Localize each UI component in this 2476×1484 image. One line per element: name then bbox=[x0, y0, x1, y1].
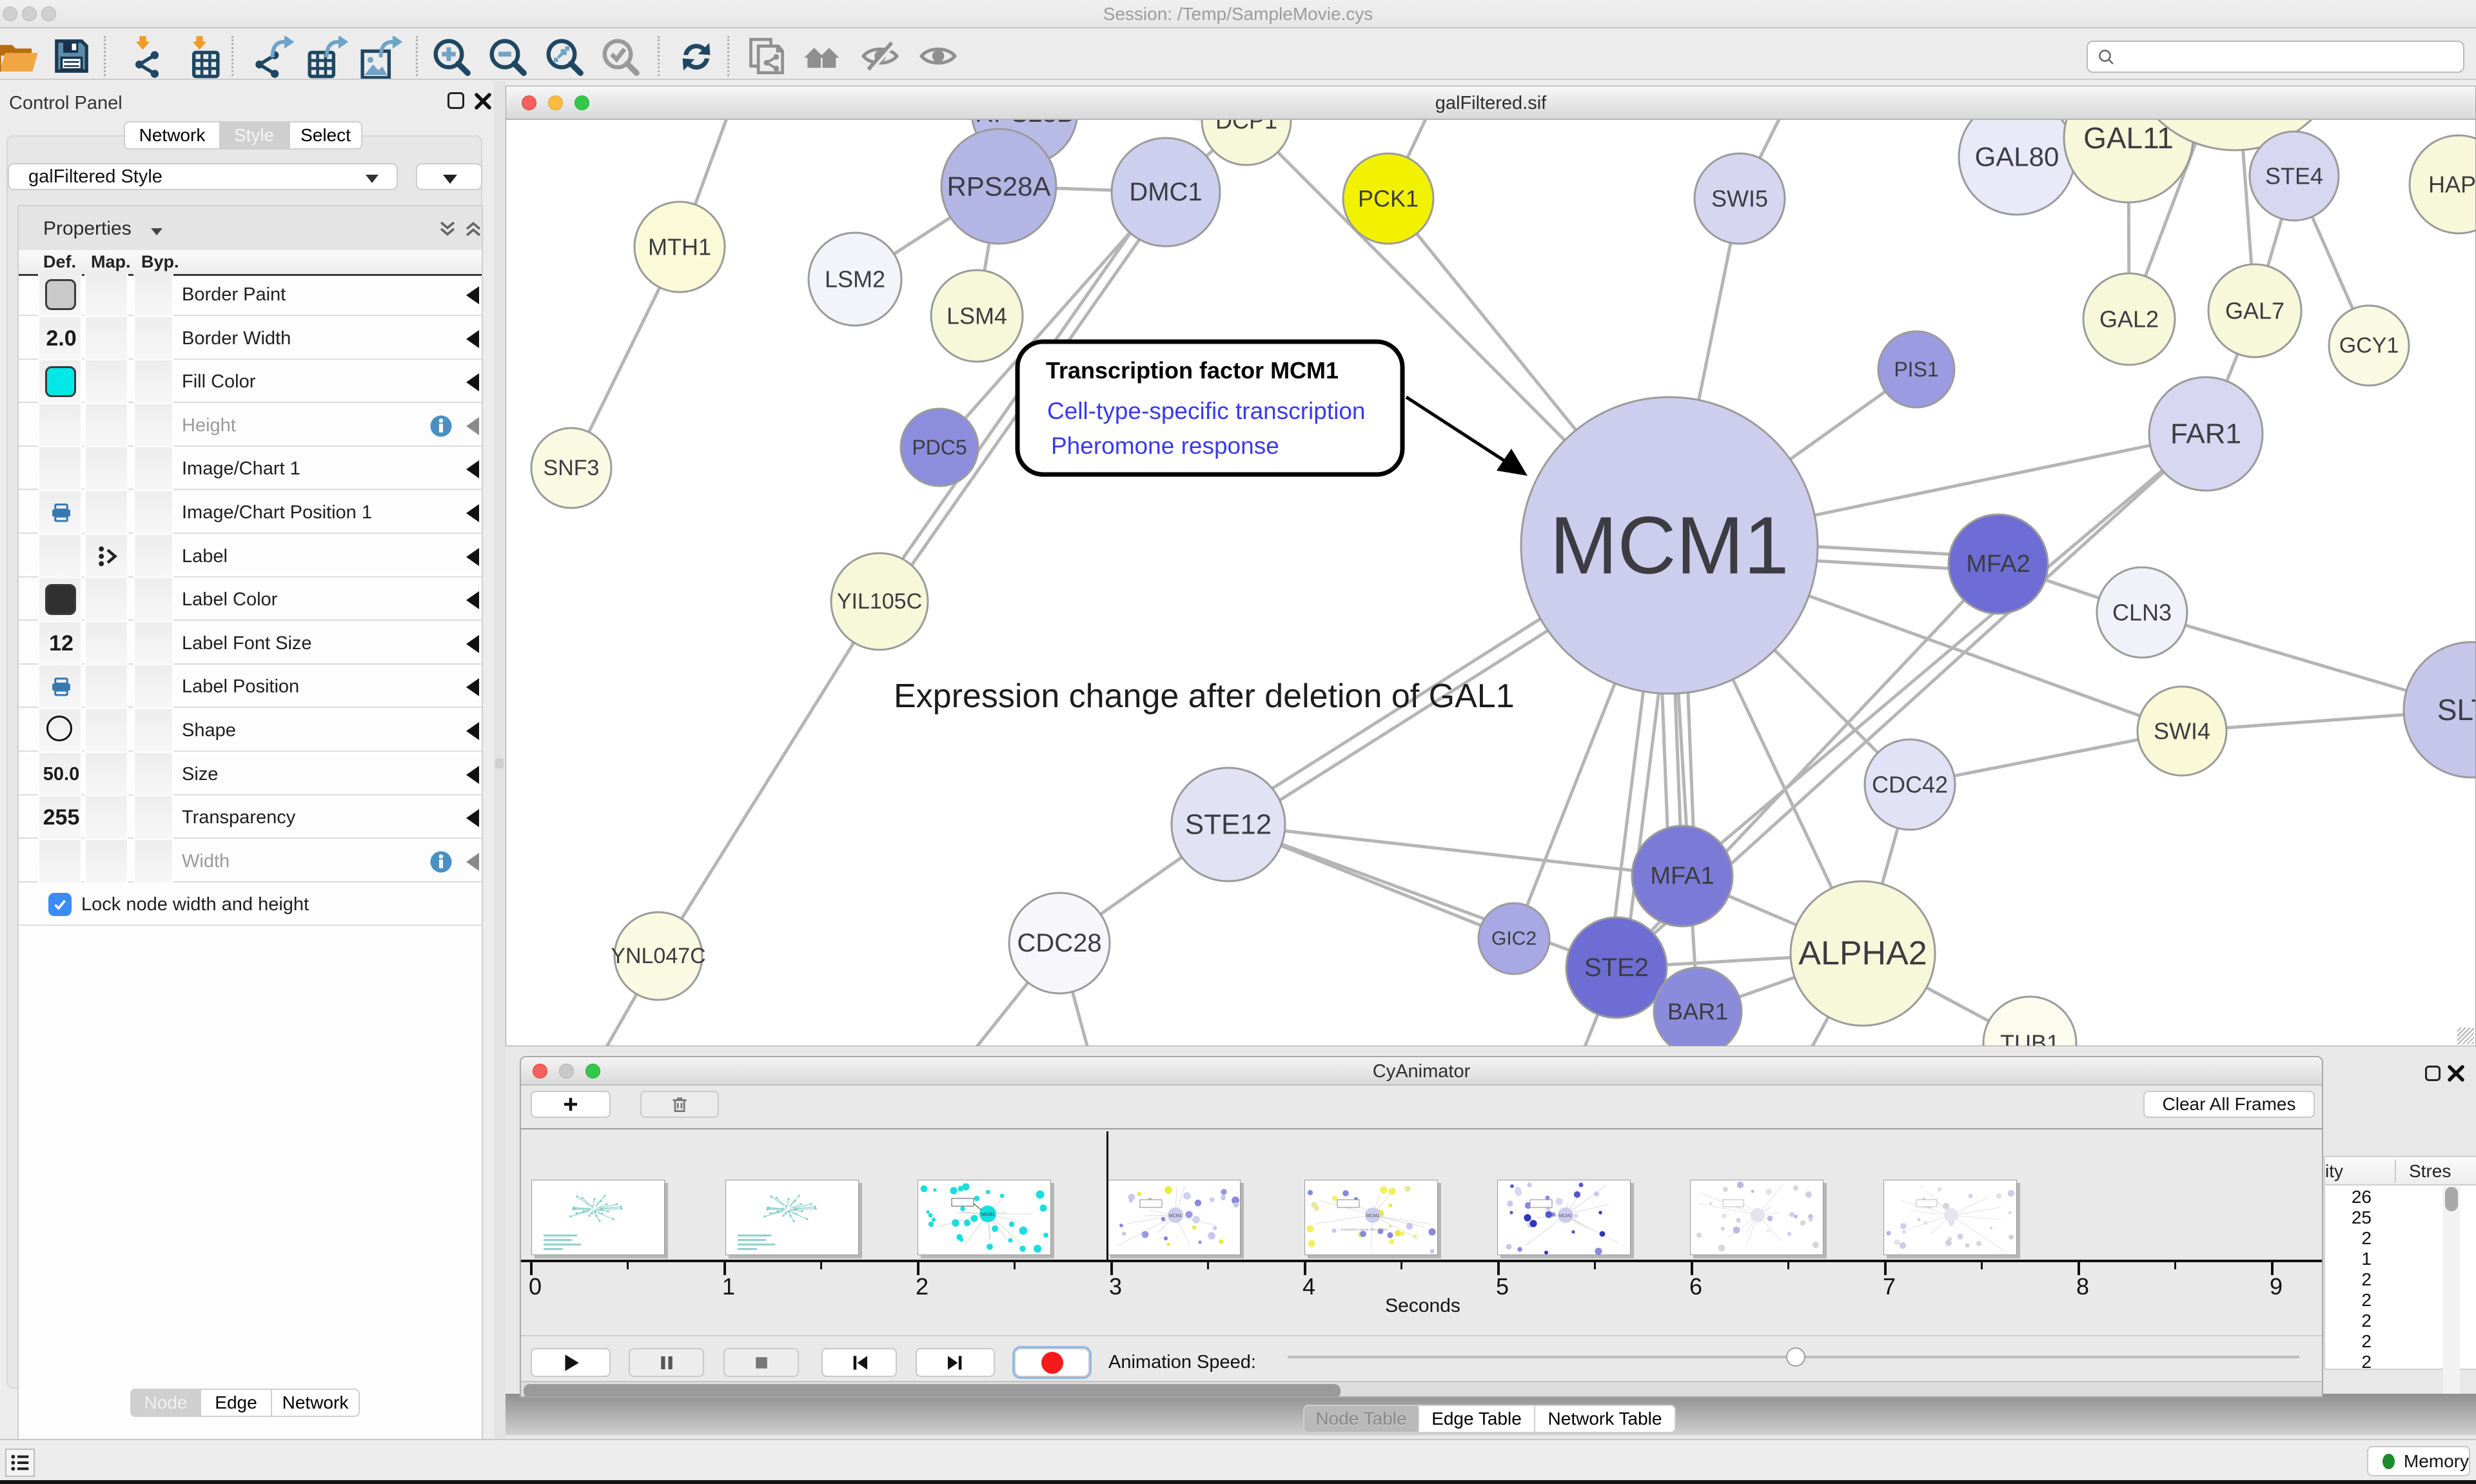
svg-text:MFA2: MFA2 bbox=[1966, 551, 2030, 578]
svg-text:9: 9 bbox=[2270, 1273, 2283, 1300]
svg-text:Expression change after deleti: Expression change after deletion bbox=[1341, 1228, 1388, 1232]
svg-text:BAR1: BAR1 bbox=[1667, 999, 1728, 1025]
svg-text:MCM1: MCM1 bbox=[1550, 500, 1789, 591]
svg-text:RPS28B: RPS28B bbox=[975, 120, 1074, 128]
svg-text:LSM4: LSM4 bbox=[947, 303, 1007, 329]
svg-text:6: 6 bbox=[1689, 1273, 1702, 1300]
svg-text:GAL7: GAL7 bbox=[2225, 298, 2284, 324]
svg-text:MCM1: MCM1 bbox=[1559, 1214, 1573, 1218]
svg-text:Transcription factor MCM1: Transcription factor MCM1 bbox=[1046, 357, 1339, 384]
svg-text:RPS28B: RPS28B bbox=[975, 120, 1074, 126]
svg-text:5: 5 bbox=[1496, 1273, 1509, 1300]
svg-text:PCK1: PCK1 bbox=[1358, 186, 1419, 212]
svg-text:SLT2: SLT2 bbox=[2437, 693, 2476, 727]
svg-text:FAR1: FAR1 bbox=[2170, 418, 2241, 450]
svg-text:HAP2: HAP2 bbox=[2428, 171, 2476, 198]
svg-text:Expression change after deleti: Expression change after deletion of GAL1 bbox=[894, 678, 1515, 715]
svg-text:0: 0 bbox=[529, 1273, 542, 1300]
svg-text:ALPHA2: ALPHA2 bbox=[1798, 935, 1927, 972]
svg-text:LSM2: LSM2 bbox=[825, 266, 885, 293]
svg-text:8: 8 bbox=[2076, 1273, 2089, 1300]
svg-text:Pheromone response: Pheromone response bbox=[1051, 433, 1279, 459]
svg-text:DMC1: DMC1 bbox=[1129, 178, 1202, 206]
svg-text:YIL105C: YIL105C bbox=[837, 589, 922, 614]
svg-text:STE4: STE4 bbox=[2265, 163, 2323, 190]
svg-text:RPS28A: RPS28A bbox=[947, 171, 1050, 202]
svg-text:CLN3: CLN3 bbox=[2112, 600, 2172, 626]
svg-text:2: 2 bbox=[916, 1273, 928, 1300]
svg-text:CDC28: CDC28 bbox=[1017, 929, 1101, 957]
svg-text:GCY1: GCY1 bbox=[2339, 333, 2399, 358]
svg-text:GAL11: GAL11 bbox=[2083, 121, 2174, 155]
svg-text:SNF3: SNF3 bbox=[544, 456, 600, 480]
svg-text:Cell-type-specific transcripti: Cell-type-specific transcription bbox=[1047, 398, 1366, 424]
svg-text:GAL80: GAL80 bbox=[1975, 142, 2059, 172]
svg-text:MCM1: MCM1 bbox=[1169, 1214, 1183, 1218]
svg-text:PDC5: PDC5 bbox=[912, 436, 967, 459]
svg-text:7: 7 bbox=[1883, 1273, 1896, 1300]
svg-text:YNL047C: YNL047C bbox=[611, 944, 705, 968]
svg-text:GIC2: GIC2 bbox=[1491, 928, 1537, 950]
svg-text:1: 1 bbox=[722, 1273, 735, 1300]
svg-text:DCP1: DCP1 bbox=[1215, 120, 1277, 134]
svg-text:SWI5: SWI5 bbox=[1711, 186, 1768, 212]
svg-text:PIS1: PIS1 bbox=[1894, 358, 1938, 381]
svg-text:MCM1: MCM1 bbox=[981, 1213, 995, 1217]
svg-text:MCM1: MCM1 bbox=[1366, 1214, 1380, 1218]
svg-text:4: 4 bbox=[1302, 1273, 1315, 1300]
svg-text:MTH1: MTH1 bbox=[648, 234, 711, 260]
svg-text:3: 3 bbox=[1109, 1273, 1122, 1300]
svg-text:CDC42: CDC42 bbox=[1872, 772, 1948, 798]
svg-text:MFA1: MFA1 bbox=[1650, 863, 1714, 890]
svg-text:SWI4: SWI4 bbox=[2154, 718, 2210, 745]
svg-text:STE12: STE12 bbox=[1185, 809, 1272, 841]
svg-text:GAL2: GAL2 bbox=[2099, 306, 2159, 333]
svg-text:TUB1: TUB1 bbox=[2000, 1030, 2059, 1047]
svg-text:STE2: STE2 bbox=[1584, 953, 1649, 982]
